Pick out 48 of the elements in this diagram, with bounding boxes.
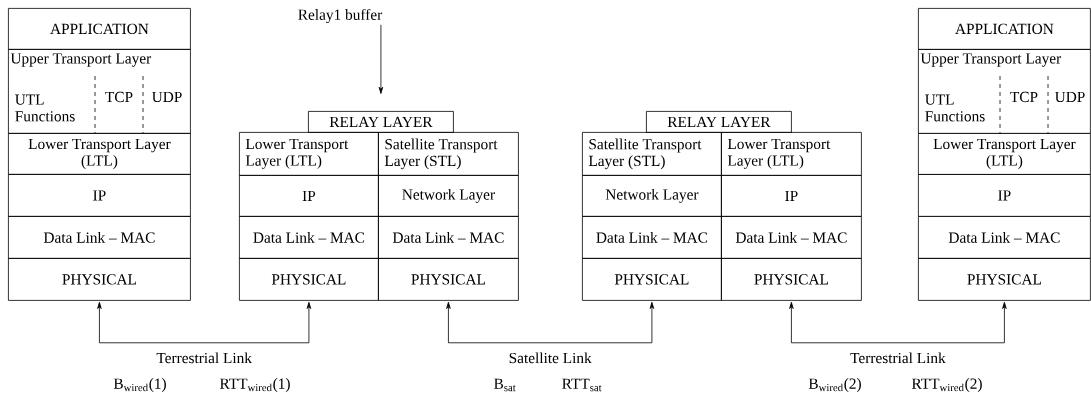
- layer-cell: IP: [918, 174, 1091, 217]
- layer-cell: APPLICATION: [918, 8, 1091, 50]
- parameter-label: B$_{wired}$(2): [808, 378, 861, 392]
- layer-cell: Satellite Transport Layer (STL): [378, 132, 519, 176]
- parameter-label: RTT$_{sat}$: [562, 378, 602, 392]
- link-arrow: [789, 301, 1007, 344]
- relay-layer-box: RELAY LAYER: [308, 111, 454, 133]
- layer-cell: Lower Transport Layer (LTL): [239, 132, 379, 176]
- layer-cell: Network Layer: [582, 175, 722, 217]
- layer-cell: Lower Transport Layer (LTL): [918, 133, 1091, 175]
- layer-cell: PHYSICAL: [582, 258, 722, 301]
- protocol-label: UDP: [1055, 91, 1085, 103]
- edge-label: Satellite Link: [509, 352, 592, 364]
- layer-cell: IP: [8, 174, 191, 217]
- layer-cell: Data Link – MAC: [721, 216, 862, 259]
- layer-cell: Satellite Transport Layer (STL): [582, 132, 722, 176]
- buffer-label: Relay1 buffer: [298, 8, 383, 24]
- protocol-label: TCP: [105, 91, 133, 103]
- layer-cell: Data Link – MAC: [918, 216, 1091, 259]
- layer-cell: Data Link – MAC: [239, 216, 379, 259]
- parameter-label: RTT$_{wired}$(1): [219, 378, 290, 392]
- layer-cell: APPLICATION: [8, 8, 191, 50]
- layer-cell: PHYSICAL: [8, 258, 191, 301]
- edge-label: Terrestrial Link: [156, 352, 252, 364]
- relay-layer-box: RELAY LAYER: [646, 111, 792, 133]
- layer-cell: Data Link – MAC: [378, 216, 519, 259]
- layer-cell: PHYSICAL: [721, 258, 862, 301]
- edge-label: Terrestrial Link: [850, 352, 946, 364]
- layer-cell: PHYSICAL: [239, 258, 379, 301]
- protocol-label: UTL Functions: [15, 94, 75, 122]
- layer-cell: IP: [721, 175, 862, 217]
- layer-cell: Network Layer: [378, 175, 519, 217]
- layer-cell: Lower Transport Layer (LTL): [721, 132, 862, 176]
- link-arrow: [97, 301, 312, 344]
- layer-cell: PHYSICAL: [378, 258, 519, 301]
- parameter-label: B$_{wired}$(1): [113, 378, 166, 392]
- parameter-label: B$_{sat}$: [494, 378, 516, 392]
- protocol-label: UTL Functions: [925, 94, 985, 122]
- arrow: [378, 24, 384, 94]
- layer-cell: IP: [239, 175, 379, 217]
- layer-cell: PHYSICAL: [918, 258, 1091, 301]
- protocol-label: TCP: [1010, 91, 1038, 103]
- parameter-label: RTT$_{wired}$(2): [911, 378, 982, 392]
- link-arrow: [446, 301, 655, 344]
- layer-cell: Data Link – MAC: [582, 216, 722, 259]
- layer-cell: Data Link – MAC: [8, 216, 191, 259]
- protocol-label: UDP: [152, 91, 182, 103]
- layer-cell: Lower Transport Layer (LTL): [8, 133, 191, 175]
